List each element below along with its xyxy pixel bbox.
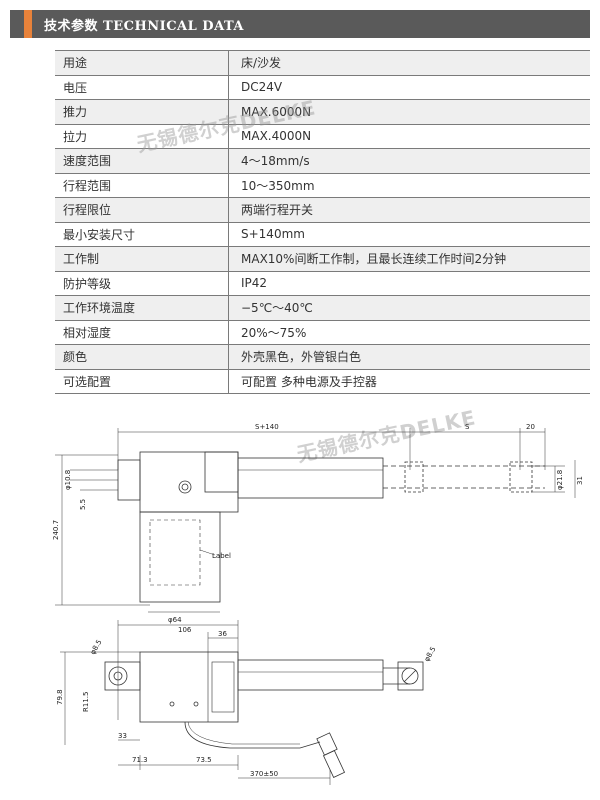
dim-dia-8-5-left: φ8.5 <box>89 638 104 656</box>
section-title: 技术参数 TECHNICAL DATA <box>44 18 244 34</box>
header-accent-bar <box>24 10 32 38</box>
dim-106: 106 <box>178 626 192 634</box>
dim-dia-10-8: φ10.8 <box>64 470 72 490</box>
dim-20: 20 <box>526 423 535 431</box>
drawing-label-callout: Label <box>212 552 231 560</box>
dim-36: 36 <box>218 630 227 638</box>
spec-label: 可选配置 <box>55 368 229 394</box>
dim-dia-64: φ64 <box>168 616 182 624</box>
spec-label: 工作制 <box>55 246 229 272</box>
spec-label: 推力 <box>55 99 229 125</box>
spec-label: 行程限位 <box>55 197 229 223</box>
dim-dia-21-8: φ21.8 <box>556 470 564 490</box>
table-row: 用途床/沙发 <box>55 50 590 76</box>
spec-label: 行程范围 <box>55 172 229 198</box>
dim-79-8: 79.8 <box>56 689 64 705</box>
table-row: 可选配置可配置 多种电源及手控器 <box>55 368 590 394</box>
dim-5-5: 5.5 <box>79 499 87 510</box>
dim-s: S <box>465 423 470 431</box>
dim-cable-length: 370±50 <box>250 770 278 778</box>
dim-dia-8-5-right: φ8.5 <box>423 645 438 663</box>
spec-label: 电压 <box>55 74 229 100</box>
spec-label: 颜色 <box>55 344 229 370</box>
dim-s-plus-140: S+140 <box>255 423 279 431</box>
dim-71-3: 71.3 <box>132 756 148 764</box>
spec-label: 最小安装尺寸 <box>55 221 229 247</box>
spec-value: 可配置 多种电源及手控器 <box>228 368 590 394</box>
dim-73-5: 73.5 <box>196 756 212 764</box>
table-row: 工作环境温度−5℃～40℃ <box>55 295 590 321</box>
spec-value: S+140mm <box>228 221 590 247</box>
spec-value: MAX.6000N <box>228 99 590 125</box>
spec-value: 床/沙发 <box>228 50 590 76</box>
spec-value: 4～18mm/s <box>228 148 590 174</box>
spec-value: 20%～75% <box>228 319 590 345</box>
dim-33: 33 <box>118 732 127 740</box>
spec-value: −5℃～40℃ <box>228 295 590 321</box>
spec-label: 用途 <box>55 50 229 76</box>
table-row: 颜色外壳黑色，外管银白色 <box>55 344 590 370</box>
spec-label: 拉力 <box>55 123 229 149</box>
dim-240-7: 240.7 <box>52 520 60 540</box>
spec-value: 10～350mm <box>228 172 590 198</box>
spec-value: IP42 <box>228 270 590 296</box>
dim-r11-5: R11.5 <box>82 692 90 712</box>
spec-label: 工作环境温度 <box>55 295 229 321</box>
spec-label: 防护等级 <box>55 270 229 296</box>
spec-value: 外壳黑色，外管银白色 <box>228 344 590 370</box>
section-header: 技术参数 TECHNICAL DATA <box>10 10 590 38</box>
dim-31: 31 <box>576 476 584 485</box>
spec-value: DC24V <box>228 74 590 100</box>
